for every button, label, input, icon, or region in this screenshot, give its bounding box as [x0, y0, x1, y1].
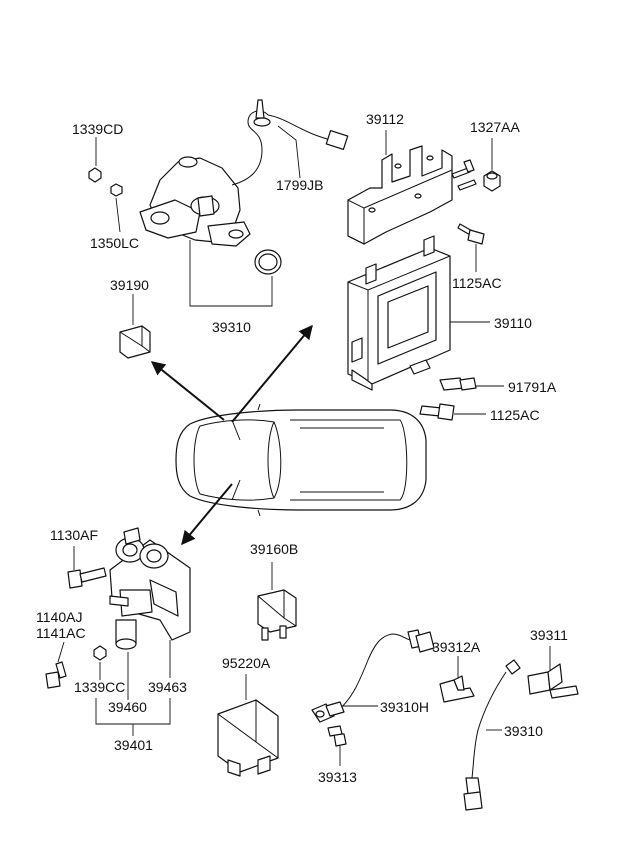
label-39311: 39311 — [530, 627, 568, 643]
bolt-1125AC-mid — [419, 403, 455, 421]
arrow-to-ecu — [231, 324, 313, 423]
car-top-view — [175, 403, 427, 517]
nut-1339CD — [88, 167, 102, 183]
label-1125AC-mid: 1125AC — [490, 407, 540, 423]
label-39460: 39460 — [108, 699, 147, 715]
label-39190: 39190 — [110, 277, 149, 293]
label-1140AJ: 1140AJ — [36, 609, 82, 625]
label-91791A: 91791A — [508, 379, 557, 395]
label-39310-top: 39310 — [212, 319, 251, 335]
label-39312A: 39312A — [432, 639, 481, 655]
bolt-pair — [451, 159, 477, 191]
label-1141AC: 1141AC — [36, 625, 86, 641]
label-39463: 39463 — [148, 679, 187, 695]
label-1799JB: 1799JB — [276, 177, 323, 193]
label-1339CD: 1339CD — [72, 121, 123, 137]
label-1125AC-top: 1125AC — [452, 275, 502, 291]
arrow-to-relay — [150, 361, 225, 421]
label-1130AF: 1130AF — [50, 527, 98, 543]
bolt-39313 — [327, 725, 347, 747]
label-39310H: 39310H — [380, 699, 429, 715]
relay-95220A — [217, 699, 279, 777]
sensor-39310H — [311, 629, 435, 723]
ecu-bracket — [347, 145, 453, 245]
sensor-39310-right — [463, 659, 521, 811]
bolt-1130AF — [67, 567, 107, 589]
label-1339CC: 1339CC — [74, 679, 125, 695]
label-39112: 39112 — [366, 111, 404, 127]
label-1350LC: 1350LC — [90, 235, 139, 251]
bolt-1125AC-top — [457, 223, 485, 245]
relay-39160B — [257, 589, 297, 641]
label-39160B: 39160B — [250, 541, 298, 557]
nut-1339CC — [93, 645, 107, 661]
part-labels: 1339CD 1350LC 1799JB 39310 39190 39112 1… — [36, 111, 568, 785]
relay-39190 — [119, 325, 151, 359]
bracket-39311 — [527, 663, 579, 699]
label-39110: 39110 — [494, 315, 532, 331]
label-95220A: 95220A — [222, 655, 271, 671]
nut-1327AA — [483, 170, 501, 192]
arrow-to-valve — [181, 483, 233, 546]
label-39310-bottom: 39310 — [504, 723, 543, 739]
bolt-91791A — [439, 377, 477, 391]
label-39401: 39401 — [114, 737, 153, 753]
bracket-39312A — [439, 675, 475, 703]
throttle-position-sensor — [139, 99, 349, 275]
valve-assembly-39401 — [109, 527, 191, 650]
label-1327AA: 1327AA — [470, 119, 520, 135]
label-39313: 39313 — [318, 769, 357, 785]
nut-1350LC — [110, 183, 123, 197]
ecu-39110 — [347, 235, 451, 391]
bolt-1140AJ — [45, 661, 67, 689]
